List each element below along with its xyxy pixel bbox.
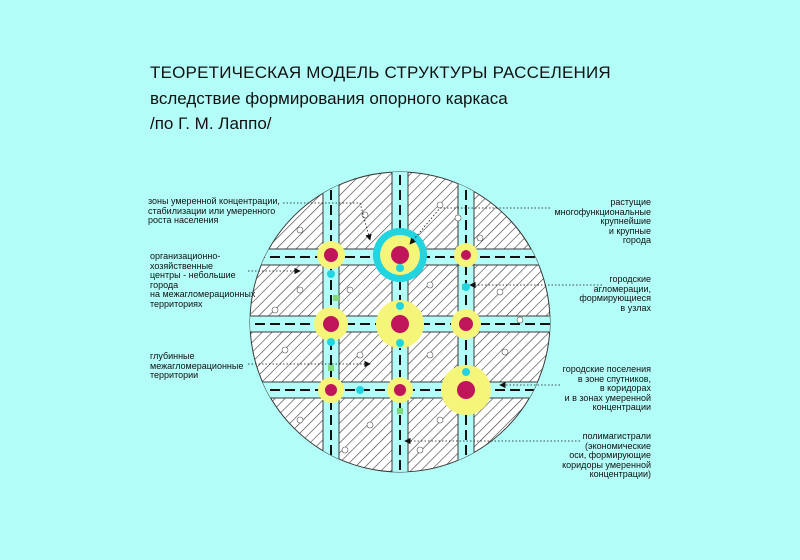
small-towns [271, 201, 524, 454]
label-org-centers: организационно- хозяйственные центры - н… [150, 251, 256, 309]
page-subtitle: вследствие формирования опорного каркаса [150, 89, 508, 108]
node-top-center [373, 228, 427, 282]
node-bot-left [318, 377, 364, 403]
node-bot-center [387, 377, 413, 403]
node-mid-center [376, 300, 424, 348]
city-nodes [314, 228, 491, 415]
page-title: ТЕОРЕТИЧЕСКАЯ МОДЕЛЬ СТРУКТУРЫ РАССЕЛЕНИ… [150, 63, 611, 82]
page-author: /по Г. М. Лаппо/ [150, 114, 272, 133]
label-settlements: городские поселения в зоне спутников, в … [562, 364, 651, 412]
node-bot-right [441, 365, 491, 415]
node-top-right [454, 243, 478, 291]
node-mid-right [451, 309, 481, 339]
title-block: ТЕОРЕТИЧЕСКАЯ МОДЕЛЬ СТРУКТУРЫ РАССЕЛЕНИ… [150, 60, 611, 136]
node-top-left [317, 241, 345, 278]
label-growing-cities: растущие многофункциональные крупнейшие … [554, 197, 651, 245]
node-mid-left [314, 307, 348, 346]
label-polymainlines: полимагистрали (экономические оси, форми… [562, 431, 651, 479]
label-moderate-zones: зоны умеренной концентрации, стабилизаци… [148, 196, 280, 225]
label-agglomerations: городские агломерации, формирующиеся в у… [579, 274, 651, 313]
label-deep-territories: глубинные межагломерационные территории [150, 351, 244, 380]
leader-lines [248, 202, 602, 445]
